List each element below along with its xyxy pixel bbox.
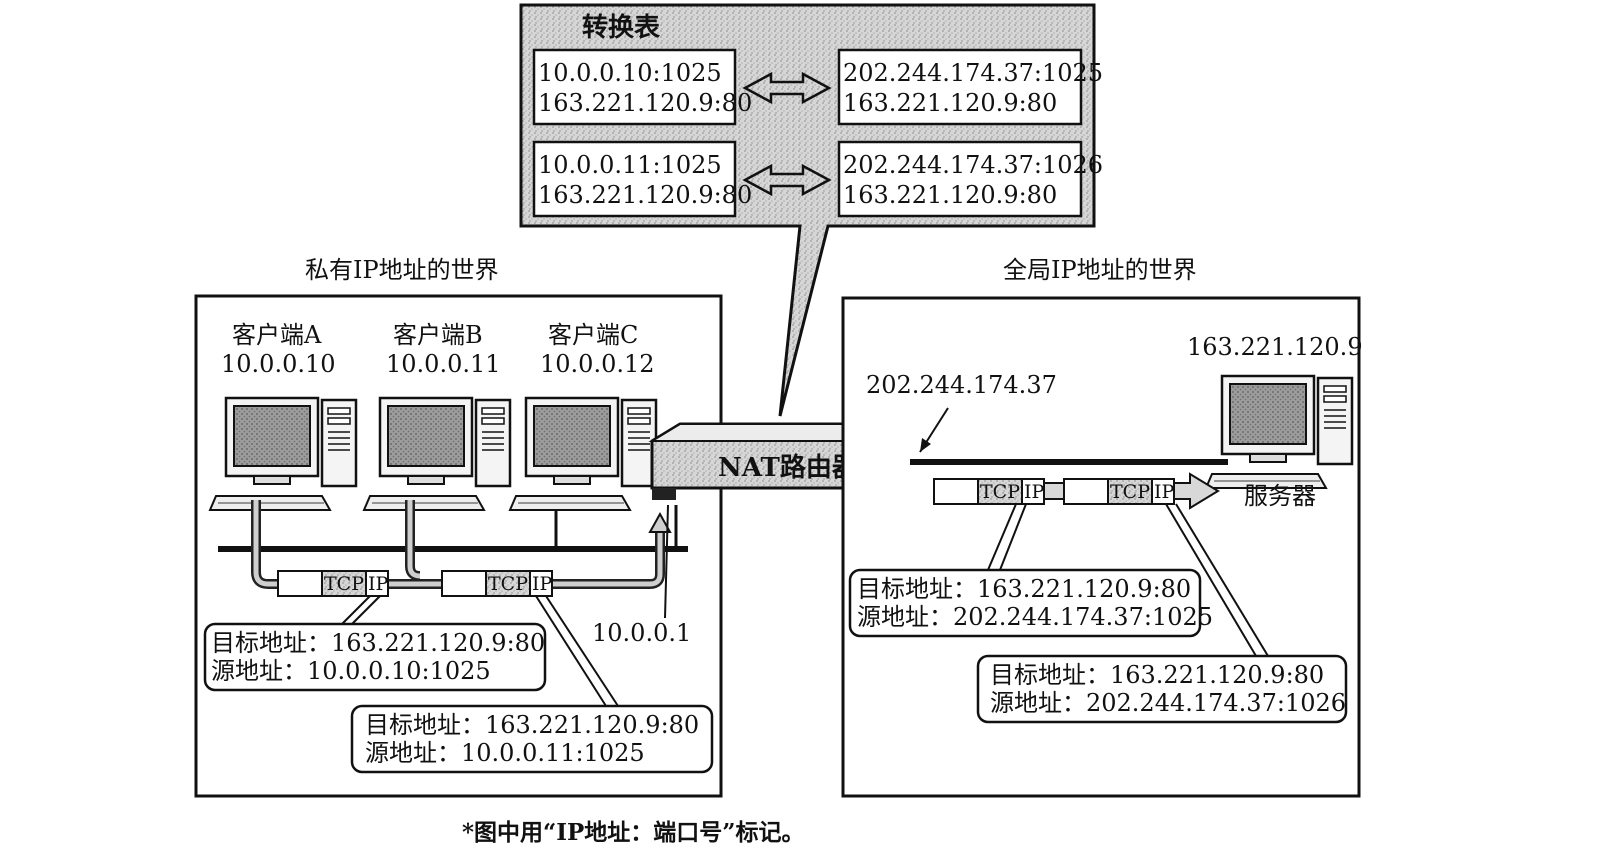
packet-c-src: 源地址：202.244.174.37:1025 <box>857 603 1213 631</box>
private-entry-line1: 10.0.0.10:1025 <box>538 59 722 87</box>
packet-d-dest: 目标地址：163.221.120.9:80 <box>990 661 1324 689</box>
packet-b-tcp: TCP <box>488 573 528 595</box>
packet-b-src: 源地址：10.0.0.11:1025 <box>365 739 645 767</box>
router-inside-ip: 10.0.0.1 <box>592 619 691 647</box>
packet-d: TCP IP <box>1063 478 1175 505</box>
global-entry-box <box>837 140 1083 218</box>
private-entry-line2: 163.221.120.9:80 <box>538 181 752 209</box>
packet-c: TCP IP <box>933 478 1045 505</box>
packet-c-ip: IP <box>1024 481 1045 503</box>
packet-d-ip: IP <box>1154 481 1175 503</box>
table-row-1: 10.0.0.10:1025 163.221.120.9:80 202.244.… <box>532 48 1103 126</box>
client-a-ip: 10.0.0.10 <box>221 350 336 378</box>
footnote: *图中用“IP地址：端口号”标记。 <box>462 819 805 846</box>
global-entry-line2: 163.221.120.9:80 <box>843 181 1057 209</box>
address-label-a: 目标地址：163.221.120.9:80 源地址：10.0.0.10:1025 <box>203 622 547 692</box>
packet-b-ip: IP <box>532 573 553 595</box>
private-entry-line2: 163.221.120.9:80 <box>538 89 752 117</box>
packet-b-dest: 目标地址：163.221.120.9:80 <box>365 711 699 739</box>
global-world-title: 全局IP地址的世界 <box>1003 256 1197 284</box>
packet-c-tcp: TCP <box>980 481 1020 503</box>
router-outside-ip: 202.244.174.37 <box>866 371 1057 399</box>
global-entry-box <box>837 48 1083 126</box>
packet-a-dest: 目标地址：163.221.120.9:80 <box>211 629 545 657</box>
packet-d-tcp: TCP <box>1110 481 1150 503</box>
packet-b: TCP IP <box>441 570 553 597</box>
conversion-table-title: 转换表 <box>582 13 661 43</box>
global-entry-line1: 202.244.174.37:1025 <box>843 59 1103 87</box>
server-name: 服务器 <box>1244 482 1316 510</box>
private-entry-line1: 10.0.0.11:1025 <box>538 151 722 179</box>
private-world: 私有IP地址的世界 客户端A 10.0.0.10 客户端B 10.0.0.11 … <box>194 256 723 798</box>
private-world-title: 私有IP地址的世界 <box>305 256 499 284</box>
conversion-table: 转换表 10.0.0.10:1025 163.221.120.9:80 202.… <box>519 3 1103 417</box>
packet-a-src: 源地址：10.0.0.10:1025 <box>211 657 491 685</box>
packet-c-dest: 目标地址：163.221.120.9:80 <box>857 575 1191 603</box>
router-label: NAT路由器 <box>718 452 859 483</box>
client-b-name: 客户端B <box>393 321 483 349</box>
client-c-name: 客户端C <box>548 321 638 349</box>
table-row-2: 10.0.0.11:1025 163.221.120.9:80 202.244.… <box>532 140 1103 218</box>
client-a-name: 客户端A <box>232 321 322 349</box>
private-entry-box <box>532 140 737 218</box>
global-world: 全局IP地址的世界 202.244.174.37 163.221.120.9 服… <box>841 256 1363 798</box>
upstream-arrowhead <box>648 511 672 533</box>
private-entry-box <box>532 48 737 126</box>
address-label-c: 目标地址：163.221.120.9:80 源地址：202.244.174.37… <box>848 568 1213 638</box>
client-b-ip: 10.0.0.11 <box>386 350 501 378</box>
packet-a-tcp: TCP <box>324 573 364 595</box>
packet-a: TCP IP <box>277 570 389 597</box>
global-entry-line1: 202.244.174.37:1026 <box>843 151 1103 179</box>
address-label-b: 目标地址：163.221.120.9:80 源地址：10.0.0.11:1025 <box>350 704 714 774</box>
address-label-d: 目标地址：163.221.120.9:80 源地址：202.244.174.37… <box>976 654 1348 724</box>
server-ip: 163.221.120.9 <box>1187 333 1363 361</box>
client-c-ip: 10.0.0.12 <box>540 350 655 378</box>
packet-a-ip: IP <box>368 573 389 595</box>
packet-d-src: 源地址：202.244.174.37:1026 <box>990 689 1346 717</box>
global-entry-line2: 163.221.120.9:80 <box>843 89 1057 117</box>
